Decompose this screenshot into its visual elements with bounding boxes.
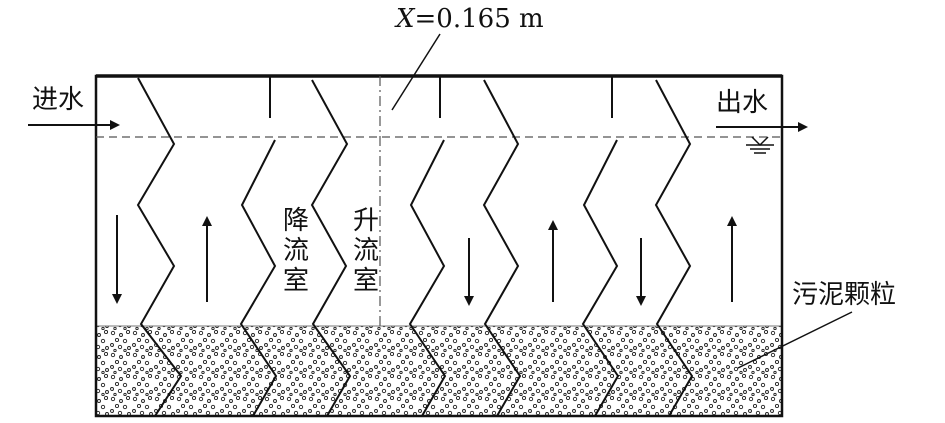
flow-arrows	[112, 215, 737, 306]
upflow-char: 升	[352, 206, 379, 236]
downflow-char: 室	[282, 266, 309, 297]
upflow-chamber-label: 升 流 室	[351, 206, 381, 296]
dimension-leader-line	[391, 33, 441, 111]
sludge-leader-line	[737, 311, 853, 369]
outlet-label: 出水	[716, 88, 769, 118]
downflow-chamber-label: 降 流 室	[281, 206, 311, 296]
upflow-char: 流	[352, 236, 379, 267]
downflow-char: 流	[282, 236, 309, 267]
sludge-label: 污泥颗粒	[792, 280, 897, 310]
dimension-label: X=0.165 m	[396, 4, 544, 34]
dimension-value: =0.165 m	[414, 4, 544, 34]
water-level-icon	[746, 136, 774, 154]
top-baffles	[269, 76, 613, 118]
sludge-bed	[96, 326, 782, 416]
dimension-variable: X	[396, 4, 415, 34]
upflow-char: 室	[352, 266, 379, 297]
downflow-char: 降	[282, 206, 309, 236]
inlet-label: 进水	[32, 85, 85, 115]
zigzag-baffles	[136, 77, 694, 417]
